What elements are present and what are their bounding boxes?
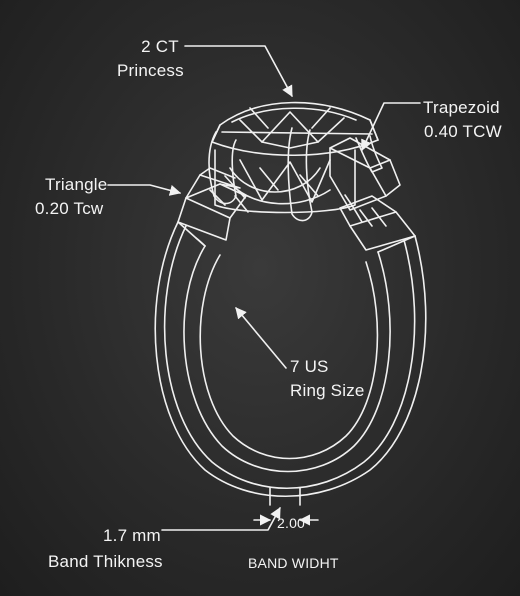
center-stone (211, 101, 379, 157)
center-stone-carat: 2 CT (141, 37, 179, 56)
ring-size-value: 7 US (290, 357, 329, 376)
gallery (214, 149, 356, 214)
center-stone-cut: Princess (117, 61, 184, 80)
triangle-label: Triangle (45, 175, 108, 194)
ring-band (154, 221, 427, 506)
trapezoid-weight: 0.40 TCW (424, 122, 502, 141)
leader-lines (107, 45, 421, 531)
trapezoid-label: Trapezoid (423, 98, 500, 117)
triangle-weight: 0.20 Tcw (35, 199, 104, 218)
band-thickness-value: 1.7 mm (103, 526, 161, 545)
ring-size-label: Ring Size (290, 381, 365, 400)
band-width-label: BAND WIDHT (248, 555, 339, 571)
band-width-value: 2.00 (277, 515, 306, 531)
prongs (208, 127, 383, 222)
band-thickness-label: Band Thikness (48, 552, 163, 571)
